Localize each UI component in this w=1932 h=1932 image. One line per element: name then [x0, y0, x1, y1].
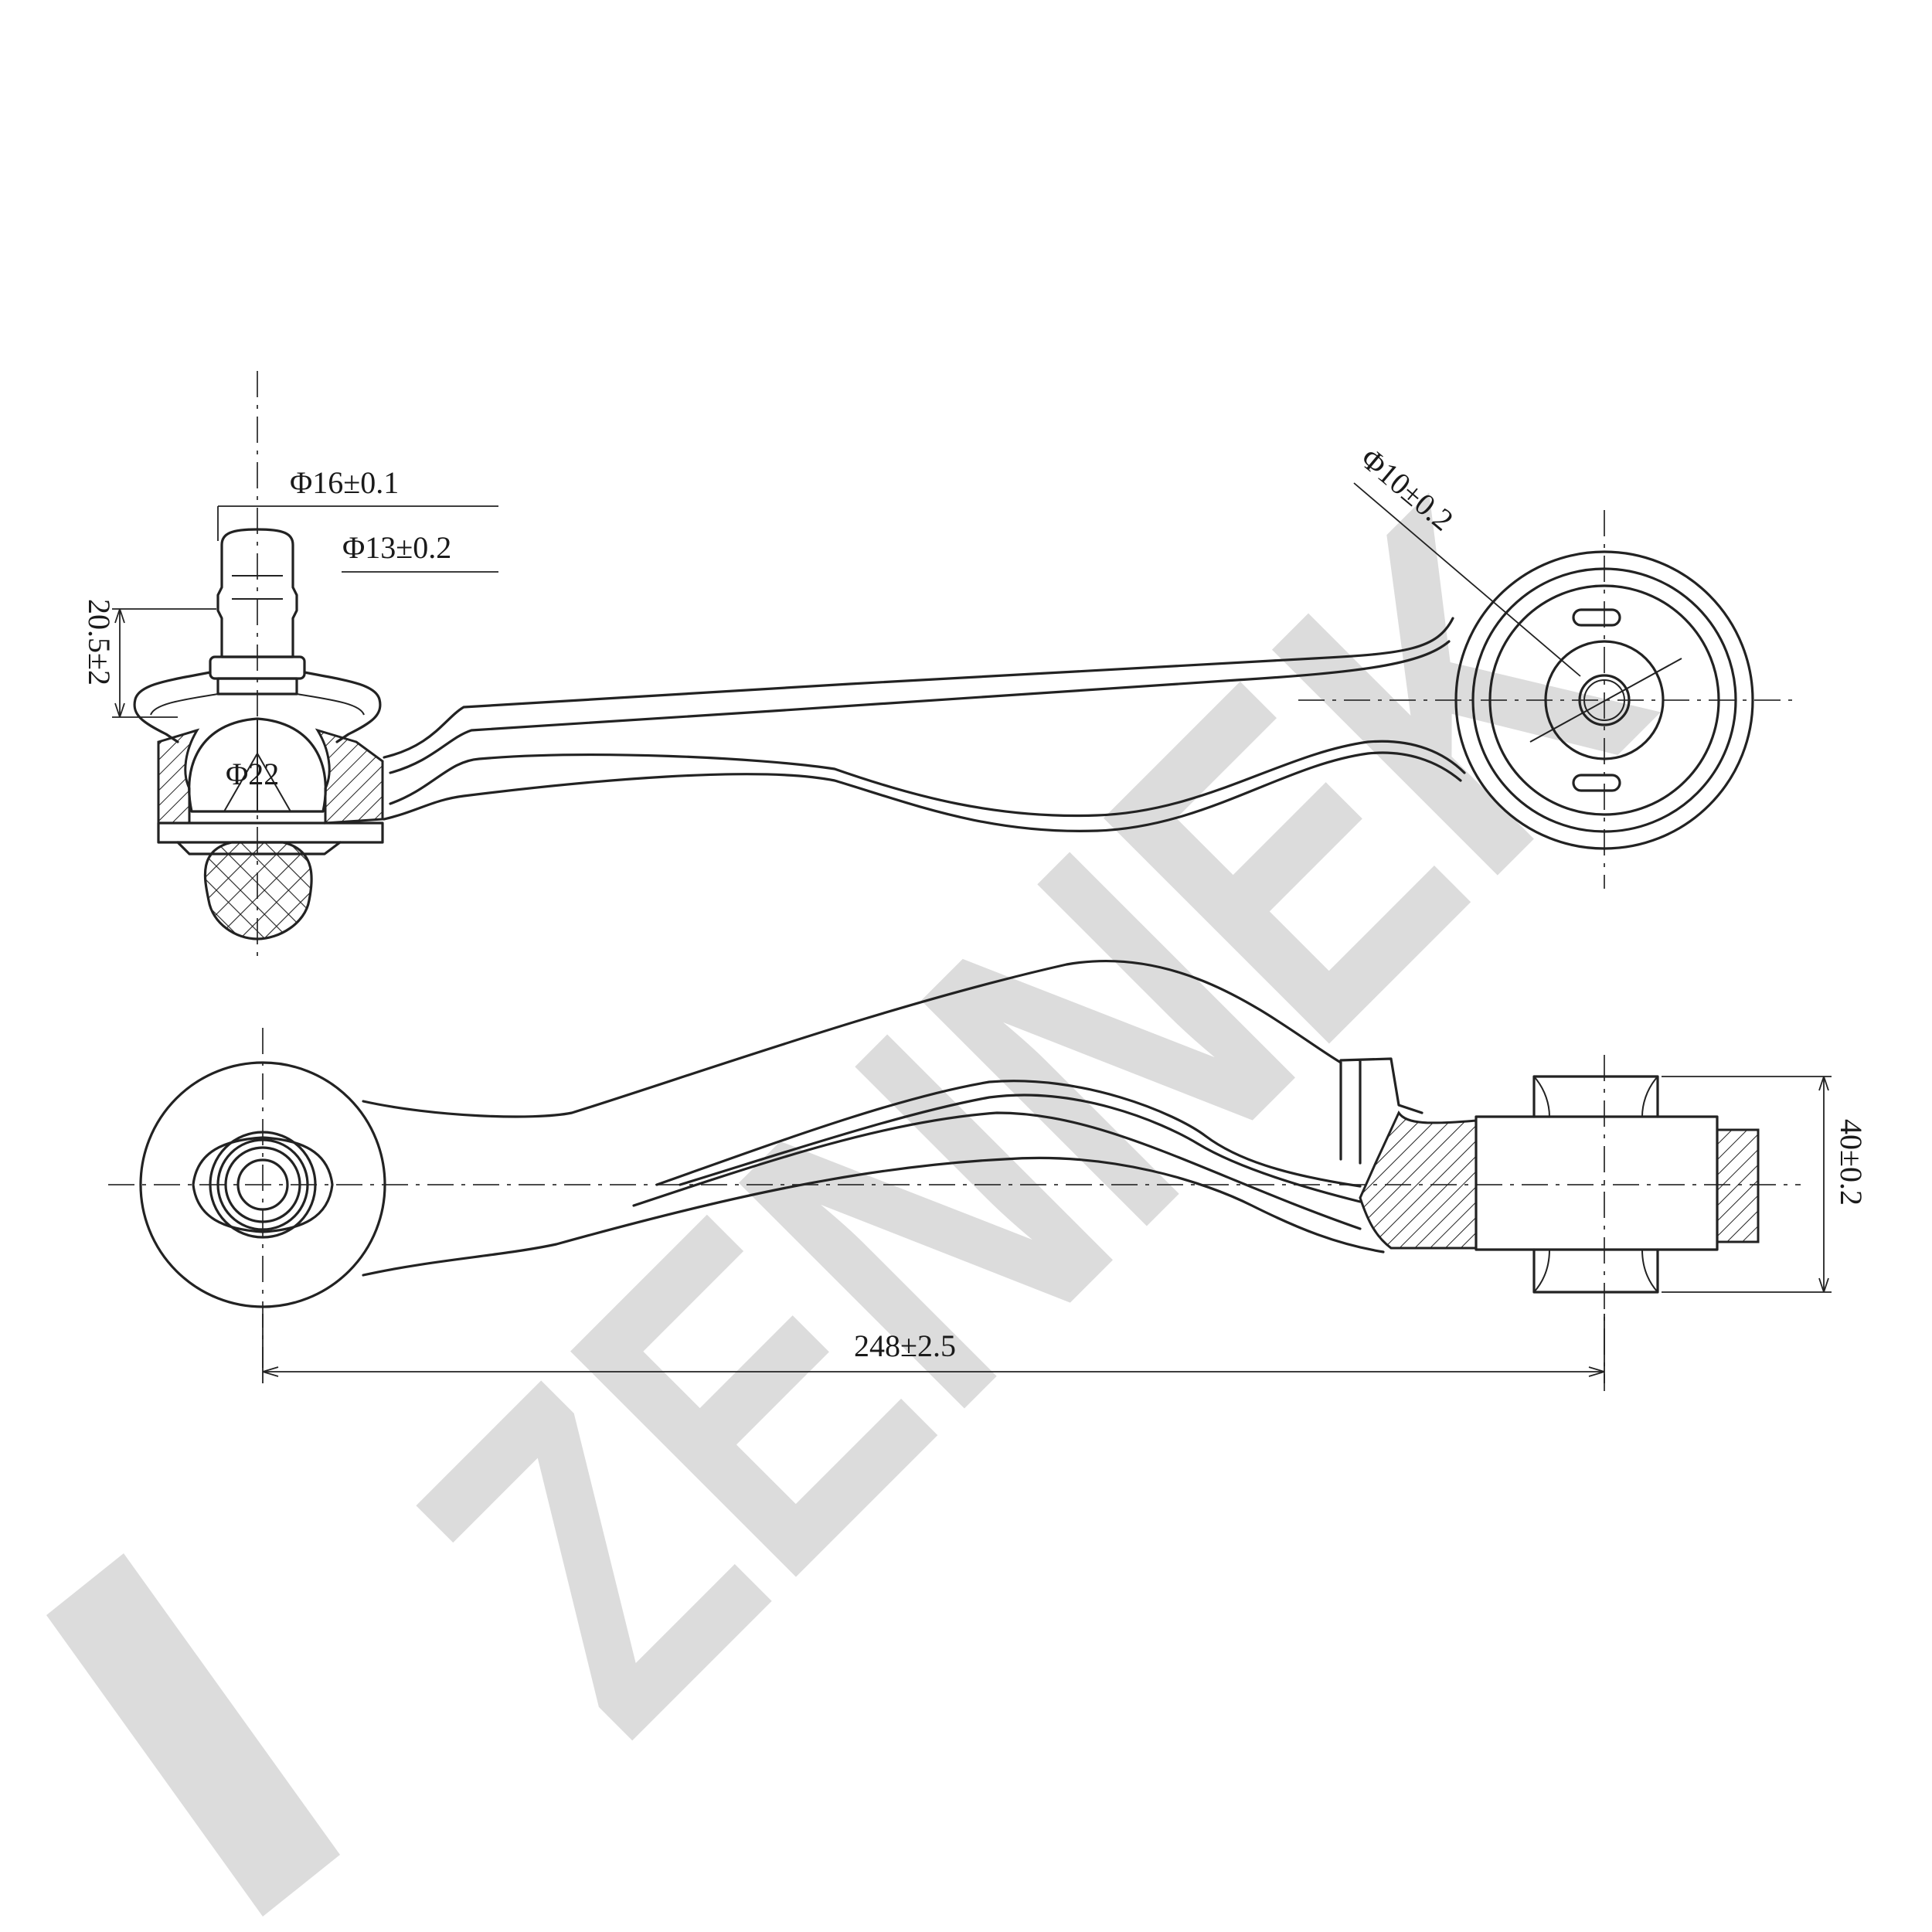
side-view: 40±0.2 248±2.5 [108, 959, 1869, 1391]
side-arm-outline-top [362, 959, 1342, 1118]
dust-boot [133, 671, 382, 743]
ball-joint-eye-side [139, 1061, 386, 1308]
bushing-eye-top [1454, 550, 1754, 850]
side-arm-rib-1 [655, 1080, 1362, 1188]
bushing-width-label: 40±0.2 [1834, 1119, 1869, 1206]
bushing-slot-lower [1572, 774, 1621, 792]
arm-rib-upper [389, 640, 1451, 774]
watermark-chevron-icon [46, 1553, 340, 1917]
ball-diameter-label: Φ22 [226, 757, 279, 791]
top-view: Φ22 Φ16±0.1 Φ13±0.2 20.5±2 Φ10±0.2 [82, 371, 1793, 958]
rubber-bumper [203, 841, 313, 940]
center-distance-label: 248±2.5 [854, 1328, 956, 1363]
arm-outline-top [383, 617, 1454, 759]
pin-diameter-label: Φ16±0.1 [290, 465, 399, 500]
ball-joint: Φ22 [133, 528, 384, 940]
bushing-slot-upper [1572, 608, 1621, 627]
pin-neck-diameter-label: Φ13±0.2 [342, 530, 451, 565]
bushing-side [1475, 1075, 1760, 1294]
arm-rib-lower [389, 740, 1466, 818]
ball-pin-stud [216, 528, 298, 658]
pin-height-label: 20.5±2 [82, 599, 117, 685]
side-arm-rib-3 [632, 1111, 1362, 1230]
side-arm-rib-2 [679, 1094, 1362, 1203]
side-arm-outline-bottom [362, 1156, 1385, 1277]
arm-outline-bottom [383, 751, 1462, 833]
